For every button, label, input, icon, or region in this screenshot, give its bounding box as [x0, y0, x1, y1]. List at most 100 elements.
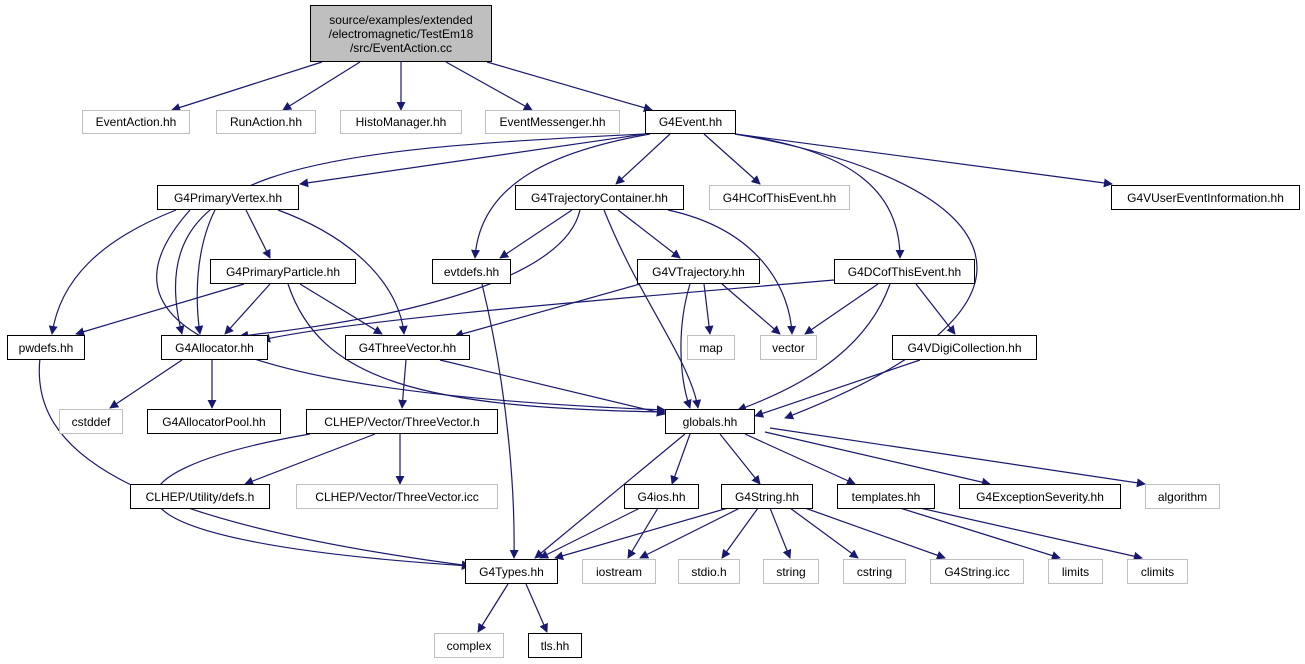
- node-histomanager[interactable]: HistoManager.hh: [340, 110, 462, 134]
- edge: [721, 283, 781, 335]
- edge: [915, 283, 956, 335]
- node-g4primaryvertex[interactable]: G4PrimaryVertex.hh: [157, 185, 299, 210]
- edge: [804, 507, 946, 560]
- edge: [299, 283, 383, 335]
- edge: [734, 133, 1113, 188]
- node-g4vusereventinformation[interactable]: G4VUserEventInformation.hh: [1111, 185, 1300, 210]
- edge: [667, 209, 797, 335]
- edge: [804, 283, 879, 335]
- edge: [398, 359, 408, 409]
- edge: [109, 359, 183, 409]
- edge: [48, 209, 177, 335]
- node-runaction[interactable]: RunAction.hh: [216, 110, 316, 134]
- edge: [481, 283, 519, 559]
- node-g4dcofthisevent[interactable]: G4DCofThisEvent.hh: [834, 259, 975, 284]
- root-line-3: /src/EventAction.cc: [349, 40, 453, 55]
- node-eventmessenger[interactable]: EventMessenger.hh: [485, 110, 620, 134]
- edge: [239, 209, 581, 340]
- node-g4allocator[interactable]: G4Allocator.hh: [161, 335, 268, 360]
- edge: [499, 209, 573, 259]
- edge: [244, 433, 376, 486]
- node-limits[interactable]: limits: [1048, 559, 1103, 584]
- node-g4vtrajectory[interactable]: G4VTrajectory.hh: [637, 259, 760, 284]
- edge: [477, 583, 509, 633]
- node-cstddef[interactable]: cstddef: [59, 409, 123, 434]
- edge: [261, 279, 835, 343]
- edge: [282, 61, 361, 111]
- node-algorithm[interactable]: algorithm: [1145, 484, 1220, 509]
- edge: [603, 209, 702, 409]
- edge: [454, 283, 641, 339]
- node-g4string-icc[interactable]: G4String.icc: [930, 559, 1024, 584]
- node-g4threevector[interactable]: G4ThreeVector.hh: [345, 335, 470, 360]
- edge: [287, 283, 666, 417]
- root-line-1: source/examples/extended: [329, 12, 473, 27]
- node-g4exceptionseverity[interactable]: G4ExceptionSeverity.hh: [959, 484, 1121, 509]
- edge: [299, 133, 646, 188]
- node-string[interactable]: string: [763, 559, 819, 584]
- edge: [764, 431, 991, 487]
- edge: [471, 133, 651, 259]
- edge: [525, 583, 548, 633]
- edge: [899, 507, 1061, 560]
- edge: [769, 507, 792, 559]
- node-g4vdigicollection[interactable]: G4VDigiCollection.hh: [892, 335, 1037, 360]
- node-root-file[interactable]: source/examples/extended /electromagneti…: [310, 5, 492, 62]
- node-climits[interactable]: climits: [1127, 559, 1188, 584]
- node-pwdefs[interactable]: pwdefs.hh: [7, 335, 85, 360]
- root-line-2: /electromagnetic/TestEm18: [328, 26, 474, 41]
- edge: [617, 209, 681, 259]
- node-vector[interactable]: vector: [760, 335, 817, 360]
- edge: [554, 507, 729, 561]
- edge: [721, 507, 759, 559]
- edge: [439, 359, 666, 417]
- edge: [670, 433, 691, 485]
- node-g4hcofthisevent[interactable]: G4HCofThisEvent.hh: [709, 185, 850, 210]
- node-eventaction[interactable]: EventAction.hh: [82, 110, 190, 134]
- node-complex[interactable]: complex: [434, 633, 504, 658]
- edge: [734, 133, 905, 259]
- edge: [75, 283, 245, 337]
- edge: [445, 61, 533, 111]
- edge: [744, 433, 856, 485]
- edge: [534, 433, 686, 559]
- edge: [156, 209, 666, 415]
- edge: [754, 359, 921, 418]
- node-g4primaryparticle[interactable]: G4PrimaryParticle.hh: [210, 259, 356, 284]
- edge: [719, 433, 761, 485]
- node-g4types[interactable]: G4Types.hh: [465, 559, 558, 584]
- edge: [38, 357, 471, 570]
- edge: [639, 507, 741, 559]
- edge: [174, 133, 646, 335]
- node-tls[interactable]: tls.hh: [528, 633, 582, 658]
- edge: [703, 283, 714, 335]
- node-templates[interactable]: templates.hh: [837, 484, 935, 509]
- edge: [737, 283, 891, 412]
- edge: [734, 133, 978, 420]
- edge: [277, 209, 408, 335]
- node-evtdefs[interactable]: evtdefs.hh: [432, 259, 511, 284]
- edge: [680, 283, 692, 409]
- edge: [539, 507, 641, 559]
- node-cstring[interactable]: cstring: [843, 559, 906, 584]
- edge: [919, 507, 1143, 561]
- edge: [615, 133, 671, 185]
- node-clhep-threevector-icc[interactable]: CLHEP/Vector/ThreeVector.icc: [296, 484, 498, 509]
- node-map[interactable]: map: [687, 335, 735, 360]
- node-clhep-utility-defs[interactable]: CLHEP/Utility/defs.h: [130, 484, 270, 509]
- node-clhep-threevector-h[interactable]: CLHEP/Vector/ThreeVector.h: [306, 409, 498, 434]
- node-g4ios[interactable]: G4ios.hh: [624, 484, 699, 509]
- node-g4event[interactable]: G4Event.hh: [645, 110, 736, 134]
- node-iostream[interactable]: iostream: [582, 559, 656, 584]
- edge: [769, 427, 1146, 488]
- edge: [194, 209, 216, 335]
- node-stdio[interactable]: stdio.h: [678, 559, 740, 584]
- edge: [171, 61, 323, 112]
- node-g4trajectorycontainer[interactable]: G4TrajectoryContainer.hh: [515, 185, 684, 210]
- edge: [224, 283, 271, 335]
- edge: [703, 133, 761, 185]
- node-globals[interactable]: globals.hh: [665, 409, 755, 434]
- node-g4string[interactable]: G4String.hh: [721, 484, 813, 509]
- node-g4allocatorpool[interactable]: G4AllocatorPool.hh: [147, 409, 281, 434]
- edge: [789, 507, 859, 559]
